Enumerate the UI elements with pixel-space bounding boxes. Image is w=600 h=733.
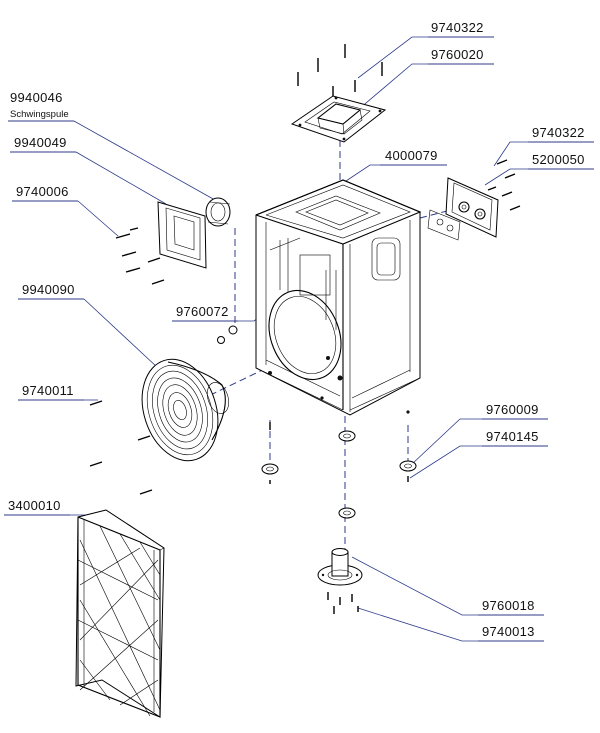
label-3400010: 3400010 [8,498,61,513]
label-9760072: 9760072 [176,304,229,319]
woofer [89,358,230,495]
label-9740145: 9740145 [486,429,539,444]
grille [75,509,165,718]
label-9740322-right: 9740322 [532,125,585,140]
label-9940046: 9940046 [10,90,63,105]
label-9760009: 9760009 [486,402,539,417]
labels: 9740322 9760020 9940046 Schwingspule 974… [4,20,594,642]
label-9760020: 9760020 [431,47,484,62]
horn-assembly [115,197,231,285]
label-9740322-top: 9740322 [431,20,484,35]
label-5200050: 5200050 [532,152,585,167]
cabinet [255,179,422,416]
label-9740013: 9740013 [482,624,535,639]
label-9740011: 9740011 [22,383,74,398]
nut-9760072 [217,325,238,344]
top-handle-cup [290,44,387,143]
label-schwingspule: Schwingspule [10,109,69,120]
pole-mount [317,548,363,614]
leader-lines [70,36,528,642]
feet [261,422,417,519]
label-9940049: 9940049 [14,135,67,150]
input-plate [427,159,521,241]
label-9760018: 9760018 [482,598,535,613]
label-4000079: 4000079 [385,148,438,163]
label-9940090: 9940090 [22,282,75,297]
label-9740006: 9740006 [16,184,69,199]
